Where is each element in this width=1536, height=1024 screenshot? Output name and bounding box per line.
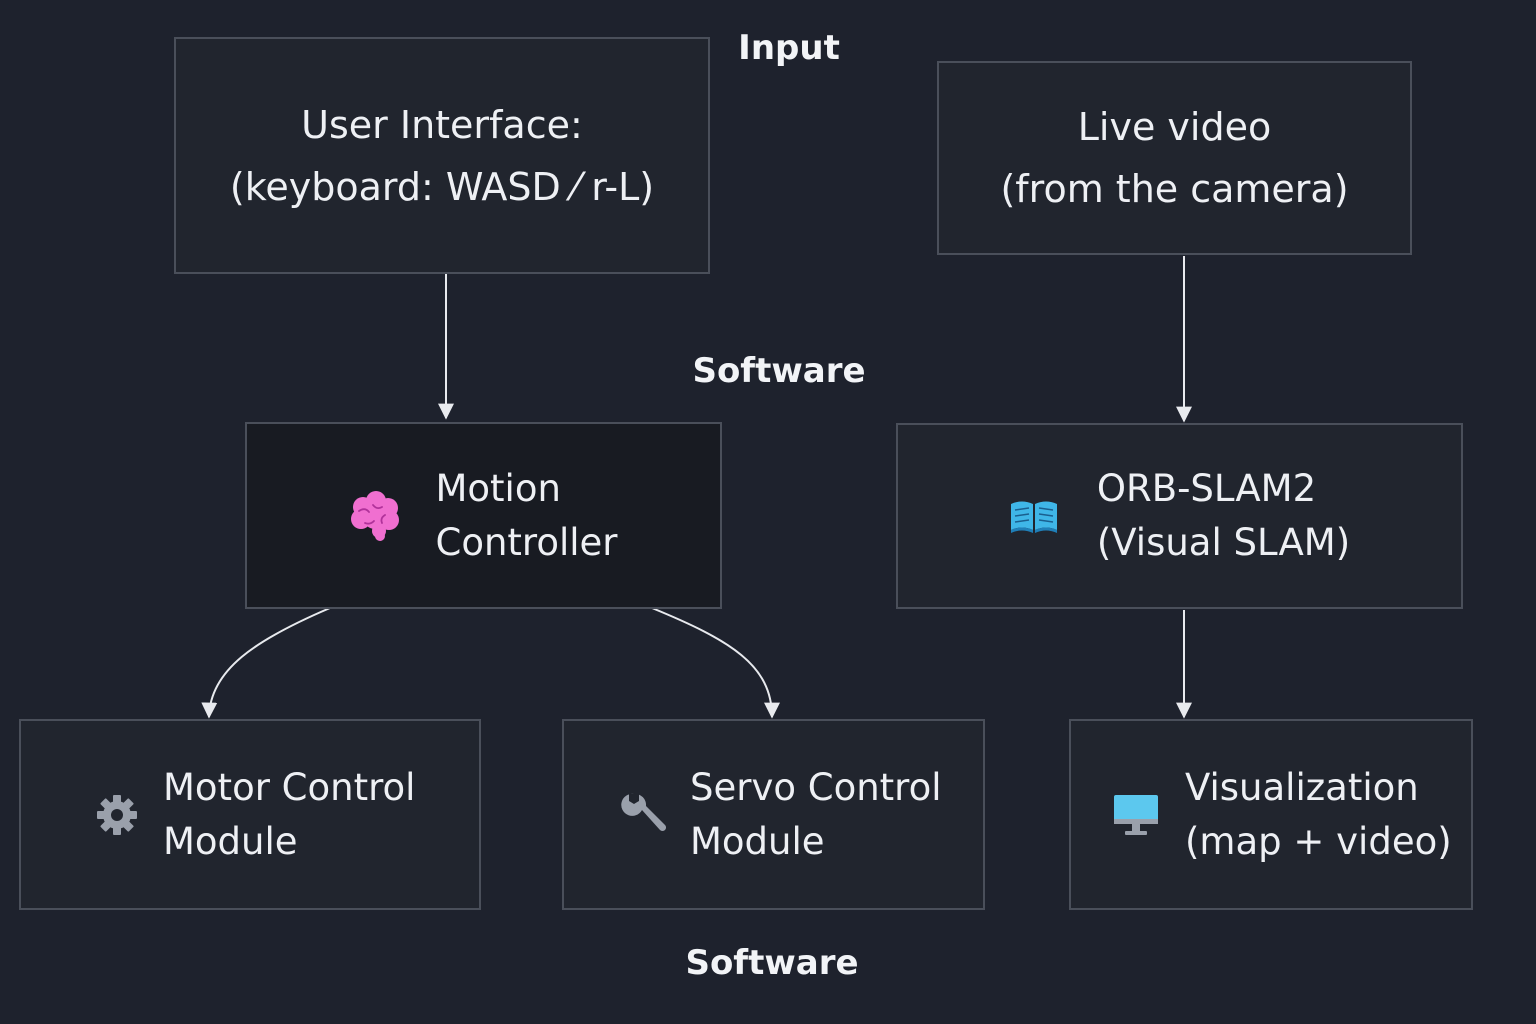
software-bottom-section-label: Software [685,943,859,983]
live-video-source: (from the camera) [1000,167,1349,211]
user-interface-keys: (keyboard: WASD ⁄ r-L) [229,164,655,209]
edge-motion-to-servo [651,607,780,719]
servo-control-line2: Module [690,819,825,863]
motion-controller-node: Motion Controller [245,422,722,609]
visualization-line2: (map + video) [1185,819,1452,863]
live-video-node: Live video (from the camera) [937,61,1412,255]
user-interface-node: User Interface: (keyboard: WASD ⁄ r-L) [174,37,710,274]
software-section-label: Software [692,351,866,391]
servo-control-node: Servo Control Module [562,719,985,910]
orb-slam-line1: ORB-SLAM2 [1096,467,1317,510]
motion-controller-line1: Motion [435,466,561,510]
orb-slam-node: ORB-SLAM2 (Visual SLAM) [896,423,1463,609]
motion-controller-line2: Controller [435,520,618,564]
gear-icon [95,793,139,837]
visualization-node: Visualization (map + video) [1069,719,1473,910]
monitor-icon [1113,793,1159,837]
user-interface-title: User Interface: [301,102,583,147]
servo-control-line1: Servo Control [690,765,942,809]
motor-control-line2: Module [163,819,298,863]
edge-motion-to-motor [201,607,331,719]
wrench-icon [620,792,666,838]
motor-control-node: Motor Control Module [19,719,481,910]
orb-slam-line2: (Visual SLAM) [1096,521,1351,564]
book-icon [1009,498,1059,534]
brain-icon [349,490,401,541]
motor-control-line1: Motor Control [163,765,416,809]
visualization-line1: Visualization [1185,765,1419,809]
live-video-title: Live video [1077,105,1272,149]
input-section-label: Input [738,28,840,68]
